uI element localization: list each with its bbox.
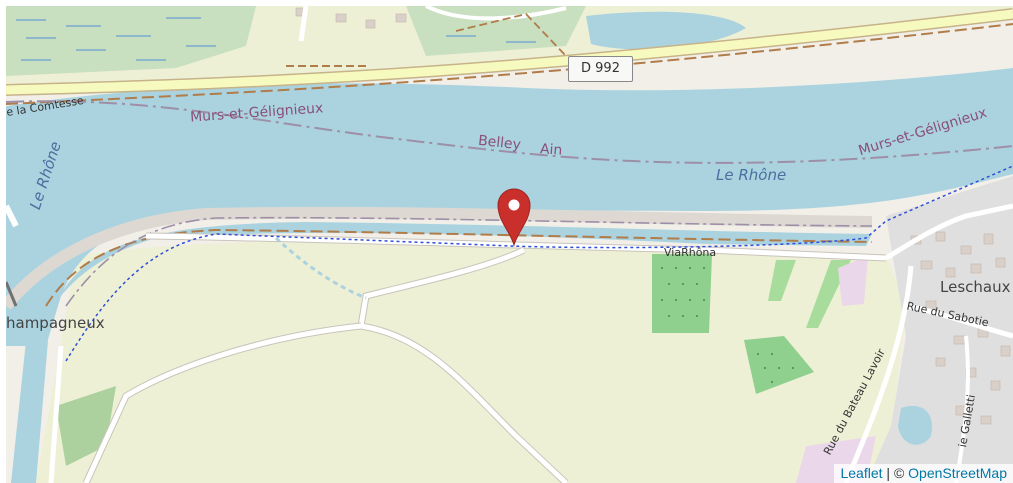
map-label-ain: Ain [539, 141, 563, 159]
map-label-rhone-main: Le Rhône [716, 166, 787, 184]
attribution-separator: | © [882, 465, 909, 481]
road-shield-d992: D 992 [568, 56, 633, 82]
map-label-leschaux: Leschaux [940, 278, 1011, 296]
leaflet-link[interactable]: Leaflet [840, 465, 883, 481]
map-pin-icon[interactable] [496, 187, 532, 247]
openstreetmap-link[interactable]: OpenStreetMap [908, 465, 1007, 481]
map-label-champagneux: hampagneux [6, 314, 105, 332]
map-tiles [6, 6, 1013, 483]
map-label-viarhona: ViaRhôna [664, 246, 717, 259]
map-container[interactable]: Murs-et-Gélignieux Murs-et-Gélignieux Be… [6, 6, 1013, 483]
map-attribution: Leaflet | © OpenStreetMap [834, 464, 1013, 483]
